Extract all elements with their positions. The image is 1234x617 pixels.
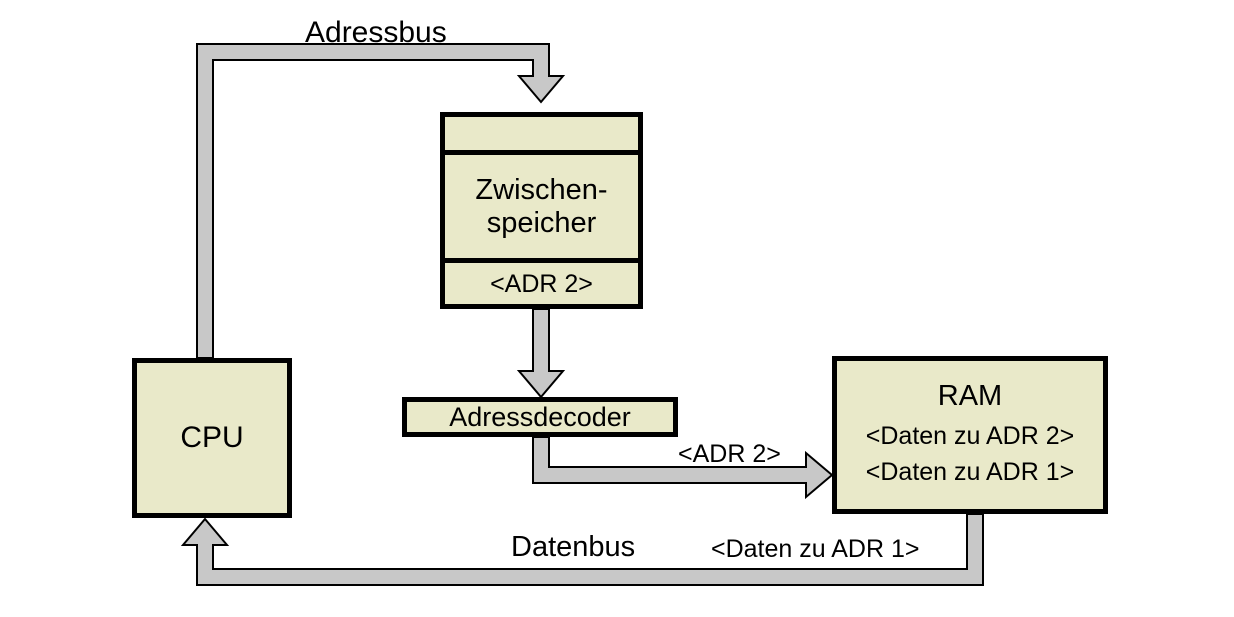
ram-to-cpu-label: <Daten zu ADR 1>: [711, 535, 920, 563]
zwischenspeicher-value: <ADR 2>: [490, 269, 593, 298]
adressbus-label: Adressbus: [305, 16, 447, 49]
datenbus-path: [180, 513, 984, 586]
ram-title: RAM: [937, 380, 1003, 413]
datenbus-label: Datenbus: [511, 531, 636, 563]
zwischenspeicher-block: Zwischen- speicher <ADR 2>: [440, 112, 643, 309]
decoder-to-ram-arrow: [532, 436, 834, 500]
zwischenspeicher-top-cell: [445, 117, 638, 155]
ram-content-line-1: <Daten zu ADR 2>: [865, 422, 1075, 451]
ram-content-line-2: <Daten zu ADR 1>: [865, 458, 1075, 487]
decoder-to-ram-label: <ADR 2>: [678, 440, 781, 468]
zwischenspeicher-name: Zwischen- speicher: [445, 155, 638, 263]
ram-block: RAM <Daten zu ADR 2> <Daten zu ADR 1>: [832, 356, 1108, 514]
adressdecoder-block: Adressdecoder: [402, 397, 678, 437]
zwischenspeicher-to-decoder-arrow: [516, 308, 566, 399]
adressbus-path: [196, 43, 566, 359]
cpu-block: CPU: [132, 358, 292, 518]
